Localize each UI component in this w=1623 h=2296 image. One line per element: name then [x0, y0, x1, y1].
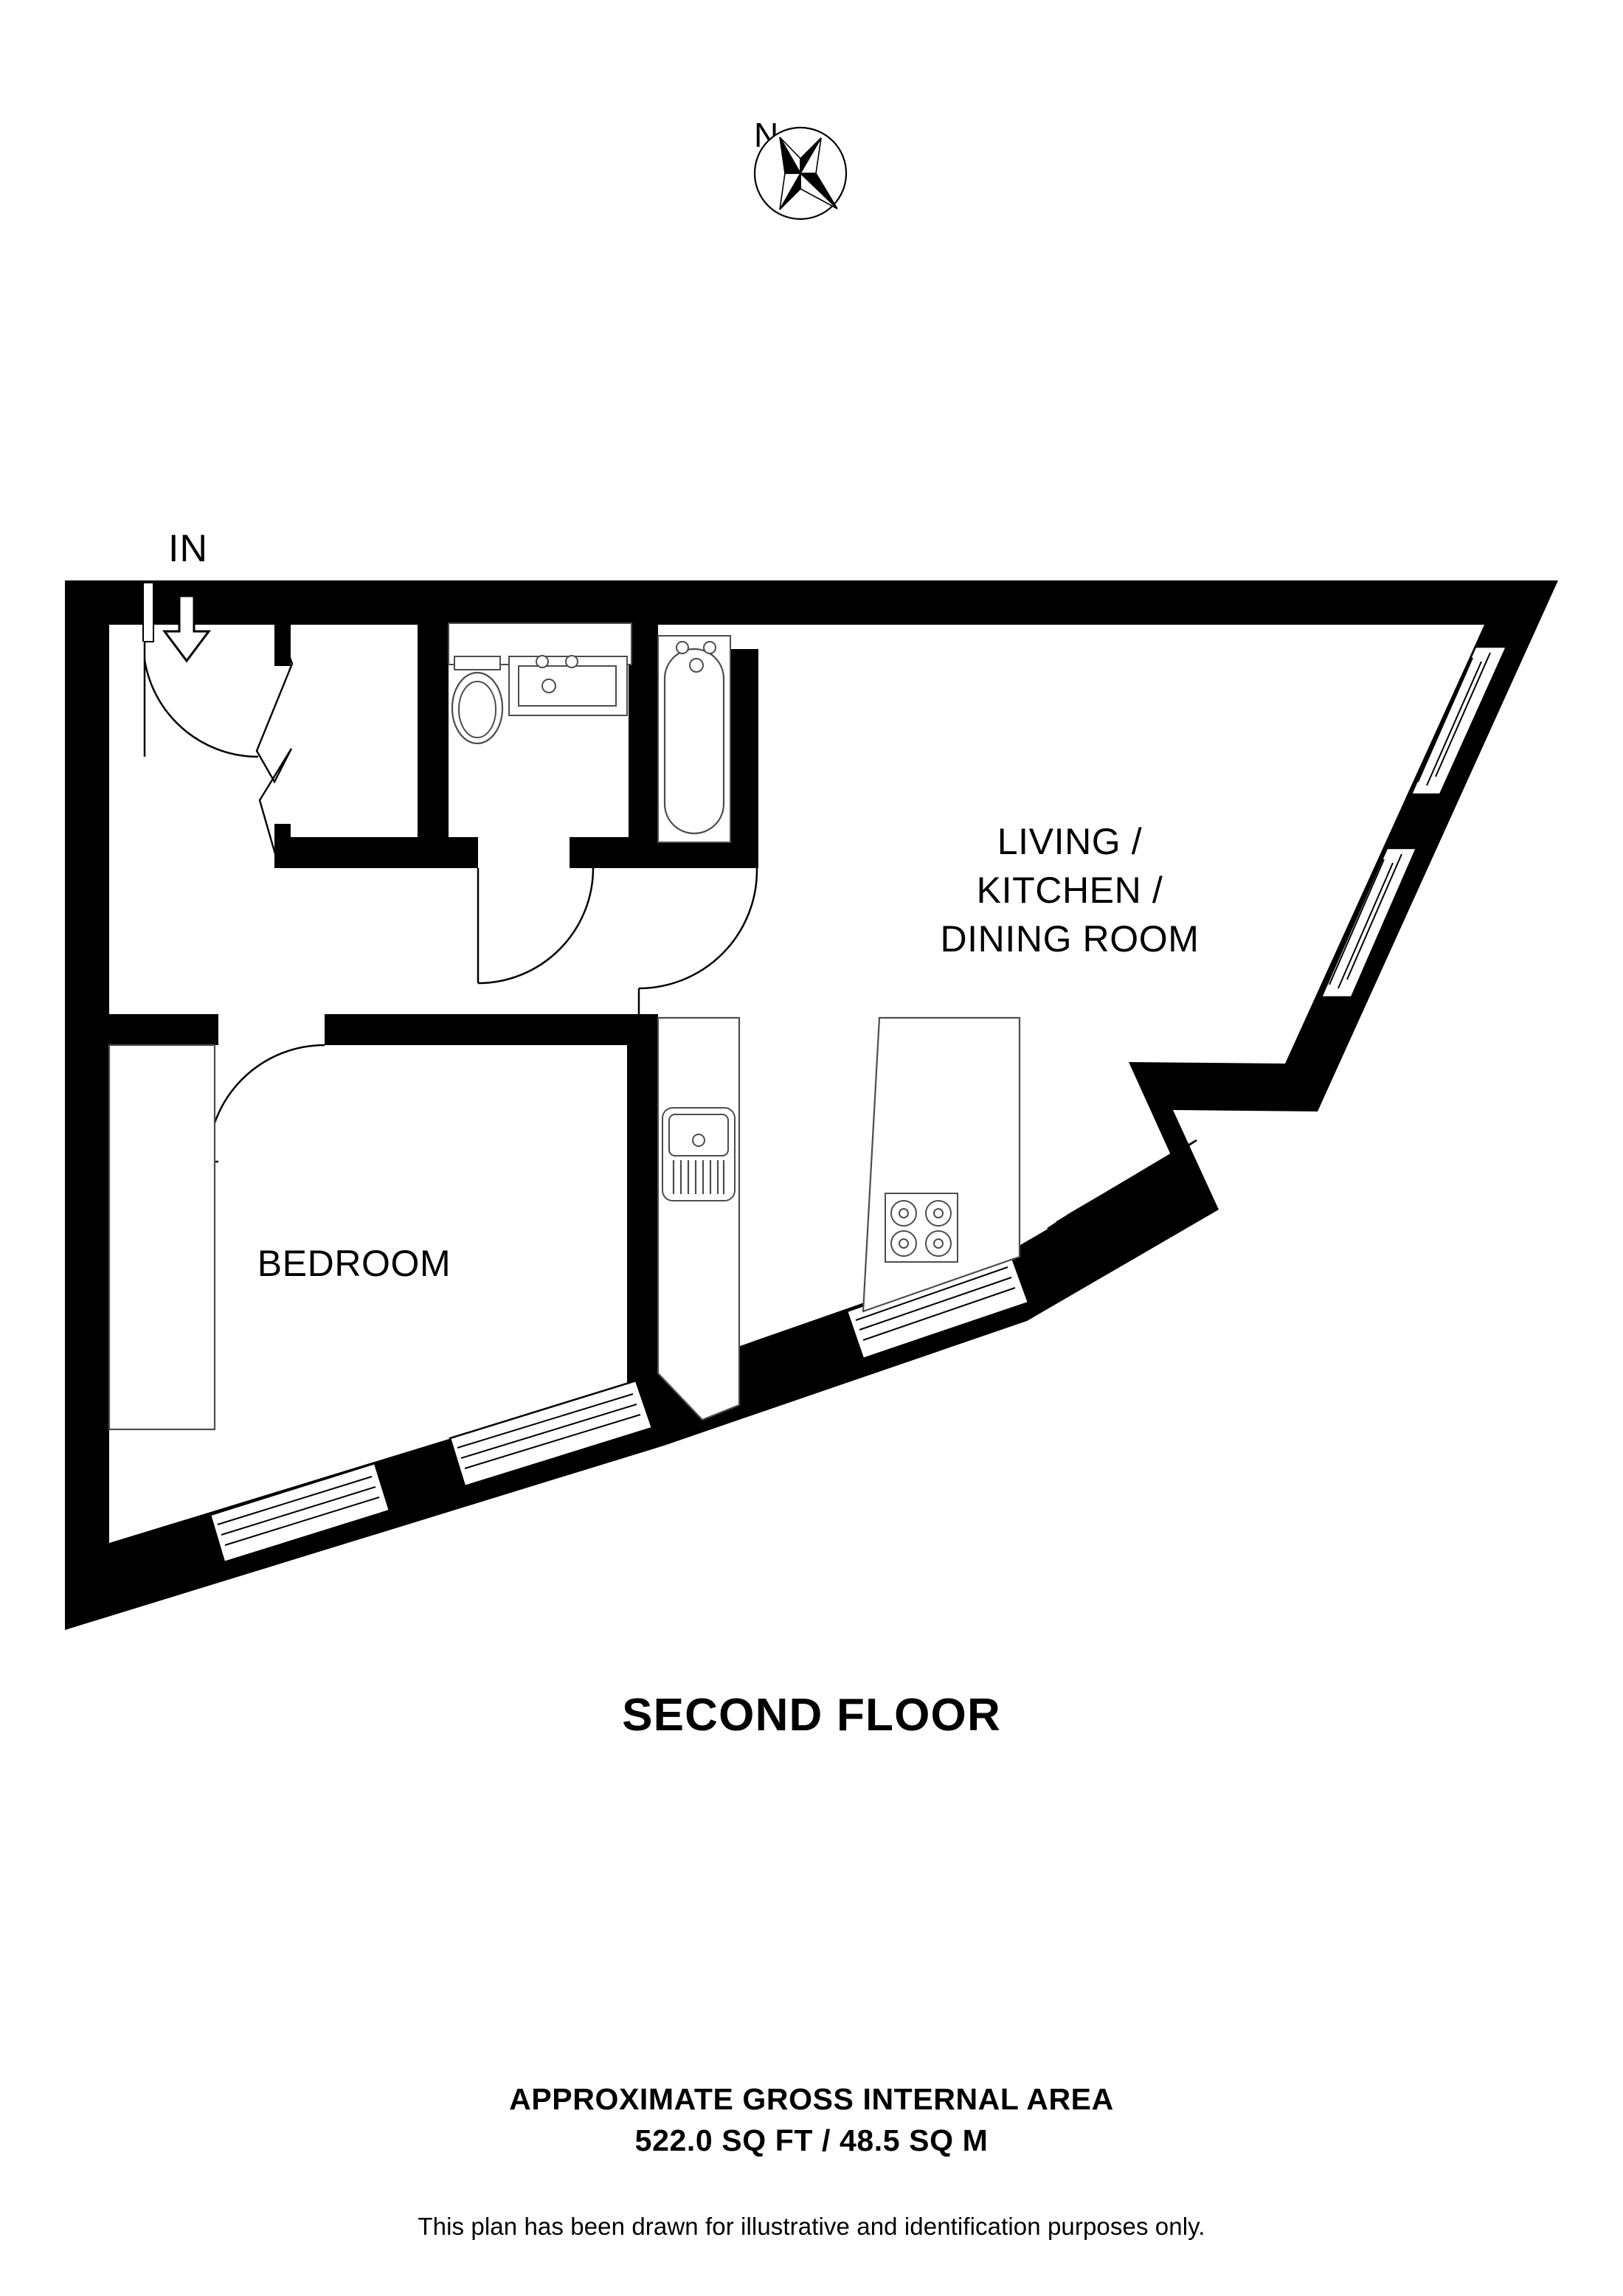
- wardrobe-fixture: [108, 1044, 216, 1431]
- cupboard-door: [255, 622, 294, 867]
- entrance-door: [142, 582, 259, 758]
- four-burner-hob: [885, 1193, 958, 1263]
- fixtures: [108, 622, 1021, 1431]
- compass-rose-icon: [752, 125, 848, 221]
- floor-title: SECOND FLOOR: [622, 1690, 1001, 1741]
- entrance-in-label: IN: [168, 527, 208, 570]
- window-ne-upper: [1410, 645, 1508, 796]
- bedroom-door: [207, 1044, 325, 1163]
- area-value: 522.0 SQ FT / 48.5 SQ M: [634, 2123, 989, 2158]
- room-label-bedroom: BEDROOM: [257, 1243, 451, 1284]
- kitchen-sink-with-drainer: [662, 1107, 736, 1201]
- window-ne-lower: [1320, 847, 1418, 999]
- windows: [209, 645, 1508, 1564]
- toilet-fixture: [451, 656, 504, 745]
- gross-internal-area-block: APPROXIMATE GROSS INTERNAL AREA 522.0 SQ…: [0, 2080, 1623, 2163]
- plan-disclaimer: This plan has been drawn for illustrativ…: [418, 2213, 1205, 2240]
- hall-door: [637, 868, 758, 1018]
- entrance-down-arrow-icon: [162, 594, 211, 663]
- doors: [142, 582, 758, 1163]
- outer-walls: [65, 580, 1558, 1630]
- room-label-living-kitchen-dining: LIVING / KITCHEN / DINING ROOM: [940, 821, 1200, 960]
- window-east-lower: [1047, 1139, 1197, 1230]
- kitchen-worktop-left: [657, 1016, 741, 1421]
- bathroom-door: [477, 867, 595, 985]
- wash-basin-vanity: [508, 655, 628, 716]
- bathtub-fixture: [657, 635, 731, 843]
- window-south-mid: [449, 1379, 654, 1488]
- area-heading: APPROXIMATE GROSS INTERNAL AREA: [509, 2082, 1114, 2116]
- window-south-left: [209, 1462, 391, 1564]
